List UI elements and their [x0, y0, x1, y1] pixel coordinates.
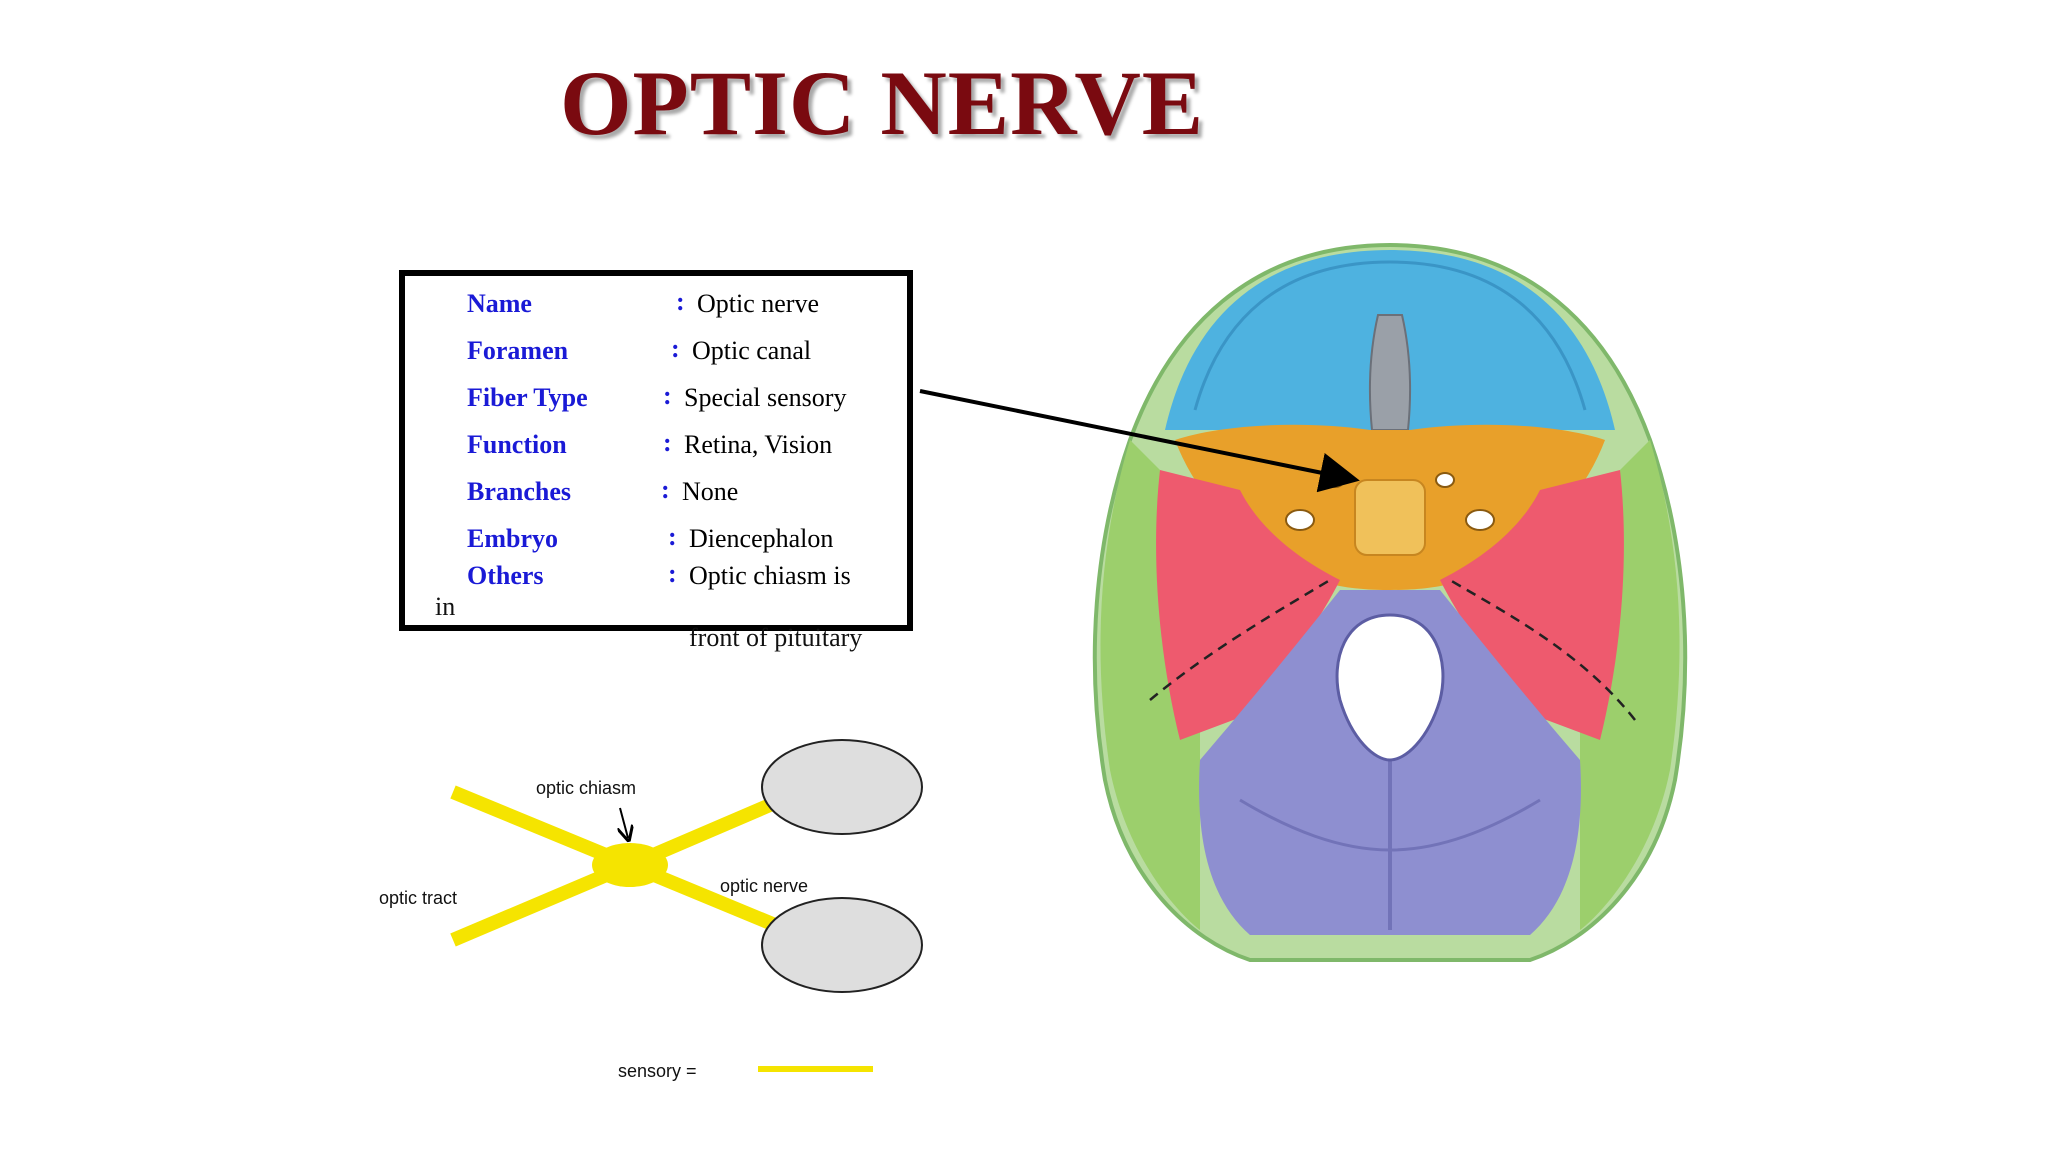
info-label: Foramen: [467, 336, 569, 365]
legend-sensory-label: sensory =: [618, 1061, 697, 1081]
eye-lower: [761, 897, 923, 993]
optic-chiasm-shape: [592, 843, 668, 887]
colon: :: [663, 381, 672, 410]
colon: :: [676, 287, 685, 316]
info-row-fiber-type: Fiber Type: [467, 383, 588, 413]
info-colon: :: [671, 334, 680, 364]
info-label: Fiber Type: [467, 383, 588, 412]
info-row-others: Others: [467, 561, 544, 591]
info-colon: :: [676, 287, 685, 317]
info-value: Special sensory: [684, 383, 847, 412]
info-row-name: Name: [467, 289, 532, 319]
skull-base-illustration: [1092, 242, 1688, 962]
temporal-bone-right: [1440, 470, 1624, 740]
info-colon: :: [663, 381, 672, 411]
info-row-function: Function: [467, 430, 567, 460]
info-colon: :: [661, 475, 670, 505]
info-row-foramen: Foramen: [467, 336, 568, 366]
info-label: Branches: [467, 477, 571, 506]
overflow-front-of-pituitary: front of pituitary: [689, 623, 863, 652]
colon: :: [671, 334, 680, 363]
info-value: None: [682, 477, 739, 506]
info-value: Diencephalon: [689, 524, 834, 553]
info-value: Optic chiasm is: [689, 561, 851, 590]
info-colon: :: [663, 428, 672, 458]
info-box: [399, 270, 913, 631]
info-value: Optic nerve: [697, 289, 820, 318]
sella-turcica: [1354, 479, 1426, 556]
optic-nerve-label: optic nerve: [720, 876, 809, 896]
info-colon: :: [668, 559, 677, 589]
cribriform-plate: [1369, 314, 1411, 431]
info-row-embryo: Embryo: [467, 524, 558, 554]
pointer-arrow: [919, 389, 1360, 493]
overflow-in-text: in: [435, 592, 456, 621]
page-title: OPTIC NERVE: [560, 52, 1205, 154]
info-label: Name: [467, 289, 532, 318]
info-label: Others: [467, 561, 544, 590]
info-value: Optic canal: [692, 336, 812, 365]
colon: :: [668, 559, 677, 588]
info-colon: :: [668, 522, 677, 552]
optic-chiasm-label: optic chiasm: [536, 778, 637, 798]
optic-pathway-diagram: [450, 739, 923, 1072]
info-label: Embryo: [467, 524, 558, 553]
chiasm-pointer-arrow: [620, 807, 628, 838]
colon: :: [661, 475, 670, 504]
colon: :: [668, 522, 677, 551]
eye-upper: [761, 739, 923, 835]
info-value: Retina, Vision: [684, 430, 833, 459]
colon: :: [663, 428, 672, 457]
info-label: Function: [467, 430, 567, 459]
foramen-magnum: [1335, 613, 1445, 762]
temporal-bone-left: [1156, 470, 1340, 740]
optic-tract-label: optic tract: [379, 888, 458, 908]
info-row-branches: Branches: [467, 477, 571, 507]
